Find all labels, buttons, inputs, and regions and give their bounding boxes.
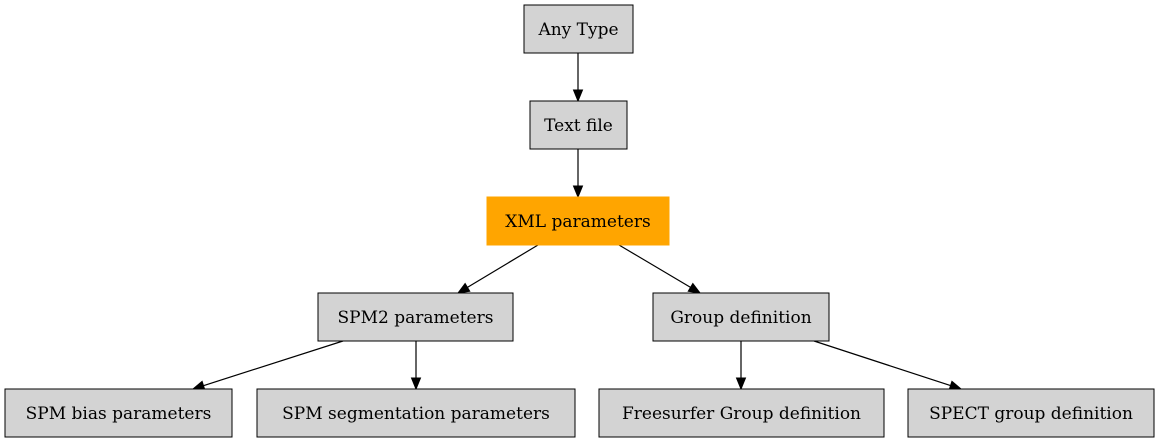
node-label: XML parameters xyxy=(505,212,650,232)
node-box xyxy=(598,388,885,438)
node-label: Any Type xyxy=(537,20,618,40)
node-box xyxy=(317,292,514,342)
edge-line xyxy=(467,244,539,288)
node-spm-segmentation-parameters[interactable]: SPM segmentation parameters xyxy=(256,388,576,438)
edge-group-definition-to-spect-group-definition xyxy=(813,340,963,391)
edge-xml-parameters-to-group-definition xyxy=(618,244,702,294)
node-box xyxy=(652,292,830,342)
node-group-definition[interactable]: Group definition xyxy=(652,292,830,342)
edges-layer xyxy=(191,53,963,391)
node-label: Group definition xyxy=(670,308,811,328)
node-xml-parameters[interactable]: XML parameters xyxy=(486,196,670,246)
arrowhead-icon xyxy=(687,282,702,294)
edge-line xyxy=(203,340,344,387)
node-spect-group-definition[interactable]: SPECT group definition xyxy=(907,388,1155,438)
node-label: Text file xyxy=(544,116,613,136)
node-label: SPM bias parameters xyxy=(26,404,212,424)
node-label: SPM segmentation parameters xyxy=(282,404,550,424)
node-label: SPM2 parameters xyxy=(338,308,494,328)
arrowhead-icon xyxy=(456,282,471,294)
node-box xyxy=(529,100,628,150)
edge-text-file-to-xml-parameters xyxy=(572,149,584,199)
edge-line xyxy=(618,244,691,288)
node-spm2-parameters[interactable]: SPM2 parameters xyxy=(317,292,514,342)
node-label: Freesurfer Group definition xyxy=(622,404,861,424)
edge-spm2-parameters-to-spm-bias-parameters xyxy=(191,340,344,391)
node-box xyxy=(523,4,634,54)
node-box xyxy=(907,388,1155,438)
arrowhead-icon xyxy=(410,377,422,391)
edge-group-definition-to-freesurfer-group-definition xyxy=(735,341,747,391)
node-box xyxy=(486,196,670,246)
edge-spm2-parameters-to-spm-segmentation-parameters xyxy=(410,341,422,391)
node-box xyxy=(256,388,576,438)
edge-any-type-to-text-file xyxy=(572,53,584,103)
node-any-type[interactable]: Any Type xyxy=(523,4,634,54)
node-label: SPECT group definition xyxy=(929,404,1133,424)
arrowhead-icon xyxy=(735,377,747,391)
node-spm-bias-parameters[interactable]: SPM bias parameters xyxy=(4,388,233,438)
edge-line xyxy=(813,340,951,387)
edge-xml-parameters-to-spm2-parameters xyxy=(456,244,539,294)
node-box xyxy=(4,388,233,438)
arrowhead-icon xyxy=(572,89,584,103)
node-text-file[interactable]: Text file xyxy=(529,100,628,150)
arrowhead-icon xyxy=(572,185,584,199)
node-freesurfer-group-definition[interactable]: Freesurfer Group definition xyxy=(598,388,885,438)
